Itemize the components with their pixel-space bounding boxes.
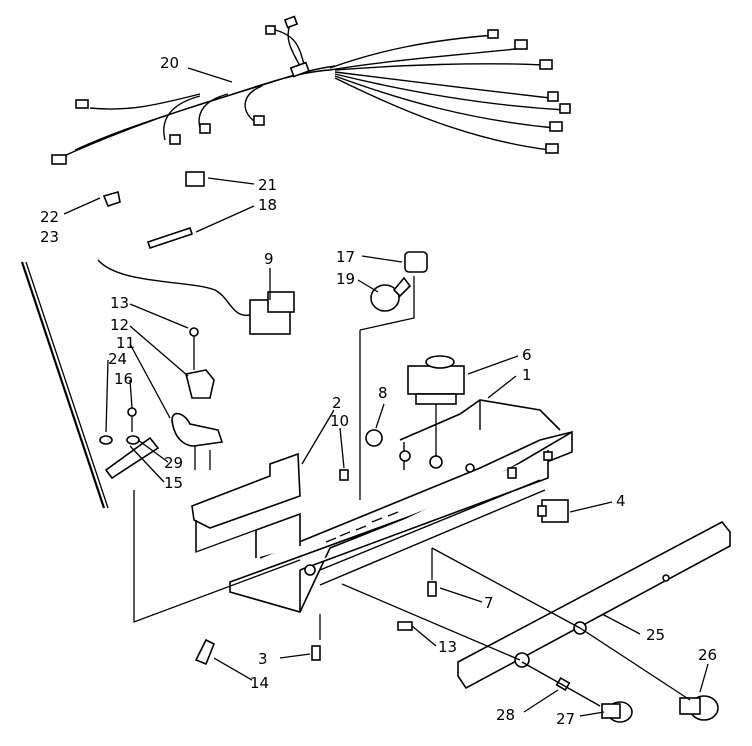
part-3-screw bbox=[311, 645, 321, 661]
part-21-clip bbox=[185, 171, 205, 187]
callout-29: 29 bbox=[164, 454, 183, 472]
callout-17: 17 bbox=[336, 248, 355, 266]
callout-21: 21 bbox=[258, 176, 277, 194]
assembly-lines bbox=[133, 276, 691, 707]
part-27-knob bbox=[601, 701, 633, 723]
callout-28: 28 bbox=[496, 706, 515, 724]
callout-23: 23 bbox=[40, 228, 59, 246]
callout-13-top: 13 bbox=[110, 294, 129, 312]
part-22-clip bbox=[102, 190, 121, 207]
callout-26: 26 bbox=[698, 646, 717, 664]
callout-10: 10 bbox=[330, 412, 349, 430]
part-9-switch bbox=[97, 259, 295, 335]
callout-13-bottom: 13 bbox=[438, 638, 457, 656]
callout-16: 16 bbox=[114, 370, 133, 388]
callout-labels: 20 21 22 23 18 9 17 19 13 12 11 24 16 6 … bbox=[40, 54, 717, 728]
callout-25: 25 bbox=[646, 626, 665, 644]
callout-9: 9 bbox=[264, 250, 274, 268]
part-4-switch bbox=[537, 499, 569, 523]
callout-6: 6 bbox=[522, 346, 532, 364]
part-17-socket bbox=[404, 251, 428, 273]
part-1-housing bbox=[229, 399, 573, 613]
callout-19: 19 bbox=[336, 270, 355, 288]
callout-2: 2 bbox=[332, 394, 342, 412]
callout-22: 22 bbox=[40, 208, 59, 226]
callout-12: 12 bbox=[110, 316, 129, 334]
part-8-grommet bbox=[365, 429, 383, 447]
part-10-screw bbox=[339, 469, 349, 481]
part-6-timer bbox=[407, 355, 465, 405]
callout-8: 8 bbox=[378, 384, 388, 402]
part-25-panel bbox=[457, 520, 731, 690]
callout-20: 20 bbox=[160, 54, 179, 72]
callout-4: 4 bbox=[616, 492, 626, 510]
callout-7: 7 bbox=[484, 594, 494, 612]
part-23-rod bbox=[20, 261, 106, 509]
callout-24: 24 bbox=[108, 350, 127, 368]
callout-14: 14 bbox=[250, 674, 269, 692]
part-13-screw bbox=[397, 621, 413, 631]
part-19-bulb bbox=[370, 276, 412, 312]
callout-11: 11 bbox=[116, 334, 135, 352]
wire-harness bbox=[51, 15, 571, 165]
part-14-clip bbox=[194, 638, 216, 666]
callout-3: 3 bbox=[258, 650, 268, 668]
callout-18: 18 bbox=[258, 196, 277, 214]
part-18-tube bbox=[146, 226, 194, 250]
leader-lines bbox=[63, 67, 709, 717]
part-26-knob bbox=[679, 695, 719, 721]
callout-15: 15 bbox=[164, 474, 183, 492]
callout-27: 27 bbox=[556, 710, 575, 728]
part-7-screw bbox=[427, 581, 437, 597]
callout-1: 1 bbox=[522, 366, 532, 384]
